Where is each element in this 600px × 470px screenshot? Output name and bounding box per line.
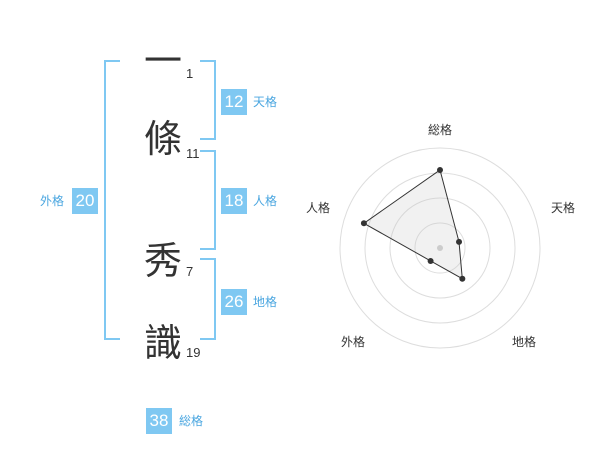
radar-axis-label-jinkaku: 人格 bbox=[306, 200, 330, 215]
radar-center-dot bbox=[437, 245, 443, 251]
radar-series-polygon bbox=[362, 169, 463, 280]
stroke-count-4: 19 bbox=[186, 345, 201, 360]
radar-axis-label-soukaku: 総格 bbox=[428, 122, 452, 137]
stroke-count-1: 1 bbox=[186, 66, 194, 81]
radar-point bbox=[437, 167, 443, 173]
chikaku-label: 地格 bbox=[253, 295, 278, 309]
chikaku-value: 26 bbox=[221, 289, 247, 315]
radar-ring bbox=[389, 197, 491, 299]
jinkaku-bracket bbox=[200, 150, 216, 250]
radar-points bbox=[360, 167, 466, 282]
radar-point bbox=[456, 238, 463, 245]
stroke-count-3: 7 bbox=[186, 264, 194, 279]
radar-point bbox=[459, 275, 466, 282]
soukaku-value: 38 bbox=[146, 408, 172, 434]
jinkaku-label: 人格 bbox=[253, 194, 278, 208]
jinkaku-value: 18 bbox=[221, 188, 247, 214]
gaikaku-bracket bbox=[104, 60, 120, 340]
radar-point bbox=[427, 257, 434, 264]
soukaku-label: 総格 bbox=[179, 414, 204, 428]
radar-axis-label-chikaku: 地格 bbox=[512, 334, 536, 349]
name-char-4: 識 bbox=[143, 321, 182, 365]
name-char-1: 一 bbox=[143, 39, 182, 83]
radar-ring bbox=[339, 147, 541, 349]
gaikaku-label: 外格 bbox=[40, 194, 65, 208]
stroke-count-2: 11 bbox=[186, 146, 200, 161]
tenkaku-bracket bbox=[200, 60, 216, 140]
radar-point bbox=[360, 220, 367, 227]
radar-axis-label-gaikaku: 外格 bbox=[341, 334, 365, 349]
chikaku-bracket bbox=[200, 258, 216, 340]
tenkaku-label: 天格 bbox=[253, 95, 278, 109]
radar-ring bbox=[414, 222, 466, 274]
radar-axis-label-tenkaku: 天格 bbox=[551, 200, 575, 215]
name-char-2: 條 bbox=[143, 117, 182, 161]
tenkaku-value: 12 bbox=[221, 89, 247, 115]
gaikaku-value: 20 bbox=[72, 188, 98, 214]
name-char-3: 秀 bbox=[143, 239, 182, 283]
radar-grid bbox=[339, 147, 541, 349]
